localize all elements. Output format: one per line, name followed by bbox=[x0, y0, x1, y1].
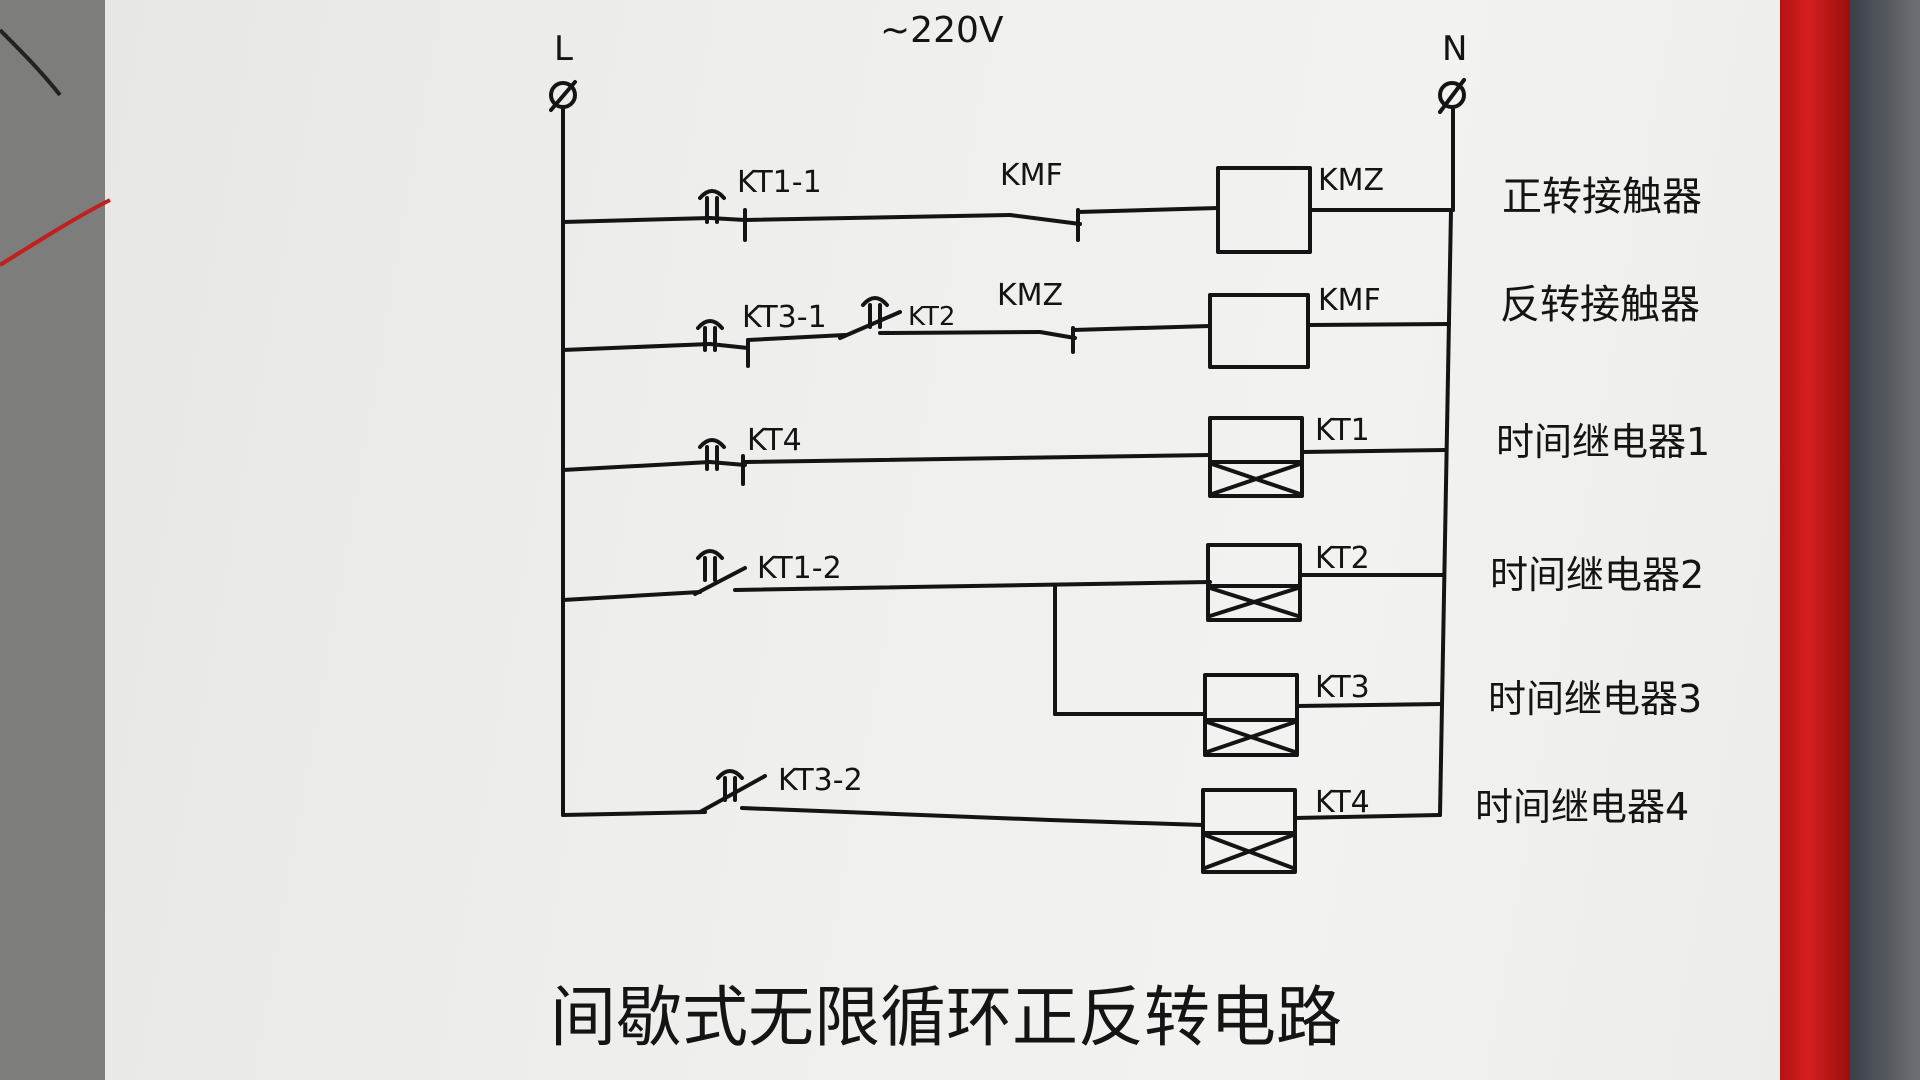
black-wire bbox=[0, 28, 62, 97]
desc-time-relay-2: 时间继电器2 bbox=[1490, 553, 1704, 597]
kt4-coil-label: KT4 bbox=[1315, 785, 1370, 820]
rung-1 bbox=[561, 166, 1455, 254]
kt1-2-contact bbox=[693, 549, 747, 596]
kt2-coil bbox=[1206, 543, 1302, 622]
kt4-coil bbox=[1201, 788, 1297, 874]
kt3-1-contact bbox=[696, 319, 750, 368]
kt1-coil bbox=[1208, 416, 1304, 498]
kt2-contact-label: KT2 bbox=[908, 302, 955, 332]
rung-5 bbox=[1203, 673, 1444, 757]
red-wire bbox=[0, 198, 111, 267]
diagram-title: 间歇式无限循环正反转电路 bbox=[550, 979, 1342, 1056]
desc-forward-contactor: 正转接触器 bbox=[1502, 174, 1702, 220]
paper-sheet bbox=[105, 0, 1805, 1080]
neutral-terminal-symbol bbox=[1438, 78, 1466, 152]
desc-time-relay-4: 时间继电器4 bbox=[1475, 785, 1689, 829]
kt1-1-label: KT1-1 bbox=[737, 165, 822, 200]
kt3-1-label: KT3-1 bbox=[742, 300, 827, 335]
kmf-coil-label: KMF bbox=[1318, 283, 1381, 318]
kmf-contact-label: KMF bbox=[1000, 158, 1063, 193]
binder-edge bbox=[1780, 0, 1850, 1080]
kmf-coil bbox=[1208, 293, 1310, 369]
line-terminal-label: L bbox=[554, 29, 573, 69]
kt4-contact-label: KT4 bbox=[747, 423, 802, 458]
kt1-2-label: KT1-2 bbox=[757, 551, 842, 586]
kmz-contact-label: KMZ bbox=[997, 278, 1063, 313]
neutral-rail bbox=[1438, 208, 1453, 817]
kt1-1-contact bbox=[698, 189, 747, 242]
desc-reverse-contactor: 反转接触器 bbox=[1500, 282, 1700, 328]
rung-6 bbox=[561, 769, 1442, 874]
kt3-coil bbox=[1203, 673, 1299, 757]
desc-time-relay-3: 时间继电器3 bbox=[1488, 677, 1702, 721]
kt2-coil-label: KT2 bbox=[1315, 541, 1370, 576]
kmz-coil bbox=[1216, 166, 1312, 254]
rung-2 bbox=[561, 293, 1451, 369]
kt2-no-contact bbox=[838, 296, 902, 340]
neutral-terminal-label: N bbox=[1442, 29, 1467, 69]
kt4-contact bbox=[698, 438, 747, 486]
rung-3 bbox=[561, 416, 1448, 498]
kmz-coil-label: KMZ bbox=[1318, 163, 1384, 198]
supply-voltage-label: ~220V bbox=[880, 10, 1004, 51]
kt1-coil-label: KT1 bbox=[1315, 413, 1370, 448]
line-terminal-symbol bbox=[549, 80, 577, 152]
kt3-2-label: KT3-2 bbox=[778, 763, 863, 798]
kmz-nc-contact bbox=[1038, 326, 1077, 354]
kt3-2-contact bbox=[698, 769, 767, 814]
background-surface bbox=[1850, 0, 1920, 1080]
kmf-nc-contact bbox=[1008, 208, 1082, 242]
rung-4 bbox=[561, 543, 1446, 716]
desc-time-relay-1: 时间继电器1 bbox=[1496, 420, 1710, 464]
kt3-coil-label: KT3 bbox=[1315, 670, 1370, 705]
